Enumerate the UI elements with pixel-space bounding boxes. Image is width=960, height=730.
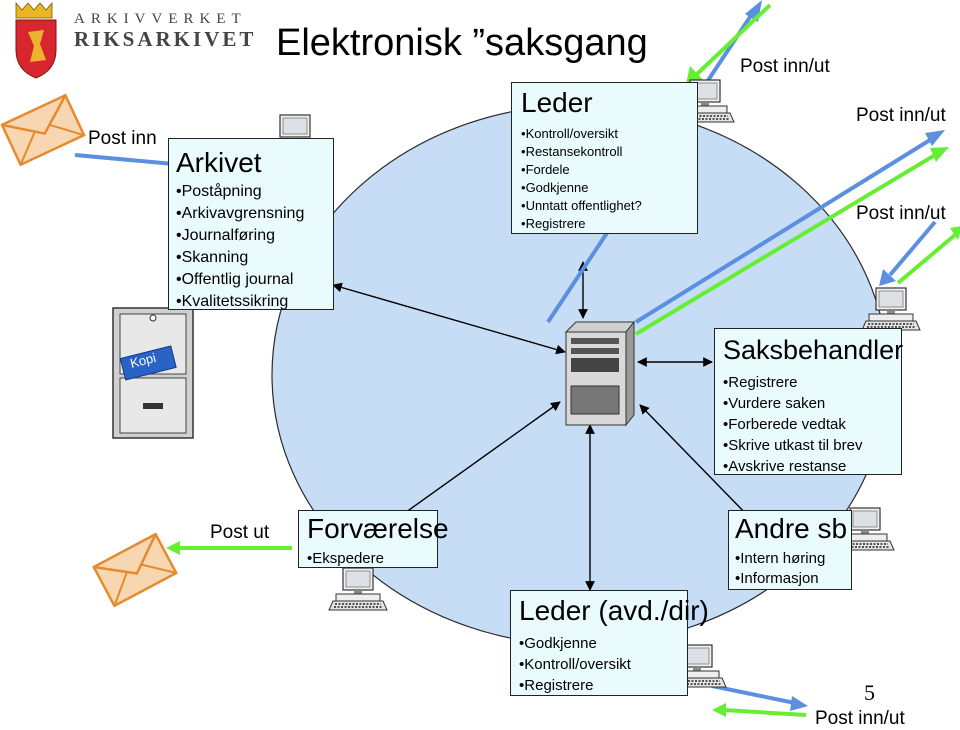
list-item: Journalføring (176, 225, 304, 247)
server-tower-icon (564, 320, 636, 427)
list-item: Avskrive restanse (723, 456, 862, 477)
box-arkivet: Arkivet Poståpning Arkivavgrensning Jour… (168, 138, 334, 310)
org-name-line2: RIKSARKIVET (74, 26, 257, 51)
green-arrow-top-right (634, 153, 937, 336)
label-post-inn: Post inn (88, 128, 157, 149)
box-andre-sb-title: Andre sb (735, 513, 848, 544)
box-leder-avd-list: Godkjenne Kontroll/oversikt Registrere (519, 633, 631, 696)
list-item: Fordele (521, 161, 642, 179)
box-andre-sb: Andre sb Intern høring Informasjon (728, 510, 852, 590)
box-arkivet-title: Arkivet (176, 147, 262, 178)
label-post-inn-ut-right2: Post inn/ut (856, 203, 946, 224)
list-item: Kontroll/oversikt (519, 654, 631, 675)
list-item: Poståpning (176, 181, 304, 203)
box-andre-sb-list: Intern høring Informasjon (735, 549, 825, 589)
list-item: Offentlig journal (176, 269, 304, 291)
list-item: Skanning (176, 247, 304, 269)
box-arkivet-list: Poståpning Arkivavgrensning Journalførin… (176, 181, 305, 313)
envelope-icon-post-inn (0, 94, 86, 166)
list-item: Arkivavgrensning (176, 203, 305, 225)
list-item: Restansekontroll (521, 143, 642, 161)
org-name: ARKIVVERKET RIKSARKIVET (74, 11, 257, 51)
box-leder-avd-title: Leder (avd./dir) (519, 595, 709, 626)
label-post-inn-ut-right1: Post inn/ut (856, 105, 946, 126)
list-item: Registrere (723, 372, 862, 393)
box-forvaerelse: Forværelse Ekspedere (298, 510, 449, 568)
list-item: Registrere (519, 675, 631, 696)
box-leder-list: Kontroll/oversikt Restansekontroll Forde… (521, 125, 642, 233)
envelope-icon-post-ut (92, 532, 178, 608)
box-leder: Leder Kontroll/oversikt Restansekontroll… (511, 82, 698, 234)
list-item: Vurdere saken (723, 393, 862, 414)
list-item: Informasjon (735, 569, 825, 589)
page-title: Elektronisk ”saksgang (276, 22, 648, 64)
box-saksbehandler-list: Registrere Vurdere saken Forberede vedta… (723, 372, 862, 477)
box-leder-avd: Leder (avd./dir) Godkjenne Kontroll/over… (510, 590, 709, 696)
list-item: Skrive utkast til brev (723, 435, 862, 456)
box-forvaerelse-list: Ekspedere (307, 550, 384, 568)
list-item: Unntatt offentlighet? (521, 197, 642, 215)
blue-arrow-right-lower (888, 220, 937, 277)
arrow-server-forvaerelse (394, 401, 561, 521)
blue-arrow-bottom (711, 684, 796, 705)
label-post-inn-ut-top: Post inn/ut (740, 56, 830, 77)
green-arrow-top-left (694, 3, 772, 77)
norway-crest-icon (15, 1, 57, 79)
box-saksbehandler-title: Saksbehandler (723, 335, 904, 365)
list-item: Forberede vedtak (723, 414, 862, 435)
arrow-server-andre-sb (639, 404, 753, 521)
list-item: Ekspedere (307, 550, 384, 568)
list-item: Godkjenne (519, 633, 631, 654)
org-name-line1: ARKIVVERKET (74, 11, 247, 27)
box-leder-title: Leder (521, 87, 593, 118)
list-item: Godkjenne (521, 179, 642, 197)
box-forvaerelse-title: Forværelse (307, 513, 449, 544)
box-saksbehandler: Saksbehandler Registrere Vurdere saken F… (714, 328, 904, 477)
green-arrow-right-lower (896, 233, 957, 285)
label-post-ut: Post ut (210, 522, 270, 543)
list-item: Kontroll/oversikt (521, 125, 642, 143)
filing-cabinet-icon (112, 288, 194, 439)
list-item: Intern høring (735, 549, 825, 569)
arrow-arkivet-server (332, 282, 566, 355)
blue-arrow-top-right (634, 138, 932, 324)
label-post-inn-ut-bottom: Post inn/ut (815, 708, 905, 729)
list-item: Kvalitetssikring (176, 291, 304, 313)
list-item: Registrere (521, 215, 642, 233)
green-arrow-bottom (723, 708, 807, 717)
page-number: 5 (864, 680, 875, 705)
